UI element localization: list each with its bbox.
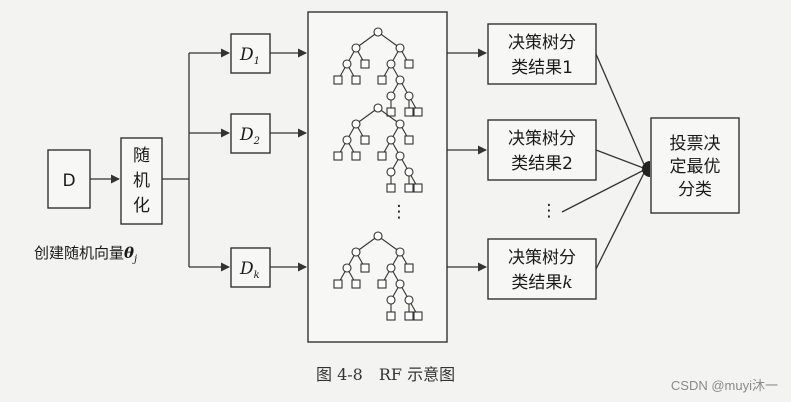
tree-leaf-node (386, 311, 396, 321)
randomize-label-2: 机 (133, 171, 150, 191)
result-box-2: 决策树分 类结果2 (487, 119, 597, 181)
tree-split-node (386, 59, 396, 69)
svg-text:决策树分: 决策树分 (508, 129, 576, 149)
tree-split-node (404, 167, 414, 177)
svg-text:类结果2: 类结果2 (511, 154, 573, 174)
tree-split-node (342, 59, 352, 69)
tree-leaf-node (333, 279, 343, 289)
tree-split-node (395, 279, 405, 289)
tree-split-node (386, 135, 396, 145)
subset-box-1: D1 (230, 33, 271, 74)
tree-leaf-node (377, 151, 387, 161)
tree-leaf-node (404, 59, 414, 69)
tree-leaf-node (351, 75, 361, 85)
result-box-1: 决策树分 类结果1 (487, 23, 597, 85)
figure-caption: 图 4-8 RF 示意图 (316, 365, 455, 384)
tree-split-node (373, 103, 383, 113)
tree-leaf-node (351, 151, 361, 161)
tree-leaf-node (413, 107, 423, 117)
tree-leaf-node (404, 183, 414, 193)
result-box-k: 决策树分 类结果k (487, 238, 597, 300)
tree-leaf-node (413, 183, 423, 193)
tree-split-node (386, 91, 396, 101)
decision-tree-1 (333, 27, 423, 117)
tree-split-node (395, 151, 405, 161)
subset-box-2: D2 (230, 113, 271, 154)
tree-split-node (395, 247, 405, 257)
subset-label-k: Dk (239, 259, 260, 281)
tree-split-node (404, 91, 414, 101)
vote-junction (642, 161, 650, 177)
svg-text:分类: 分类 (678, 180, 712, 200)
tree-leaf-node (360, 135, 370, 145)
tree-leaf-node (333, 75, 343, 85)
tree-split-node (351, 119, 361, 129)
random-vector-label: 创建随机向量θj (34, 244, 137, 265)
tree-split-node (404, 295, 414, 305)
svg-text:决策树分: 决策树分 (508, 33, 576, 53)
tree-split-node (395, 119, 405, 129)
tree-split-node (386, 263, 396, 273)
tree-split-node (386, 295, 396, 305)
randomize-label-1: 随 (133, 146, 150, 166)
input-dataset-box: D (47, 149, 91, 209)
svg-text:类结果k: 类结果k (511, 273, 572, 293)
subset-label-1: D1 (239, 45, 260, 67)
tree-leaf-node (377, 279, 387, 289)
tree-leaf-node (404, 107, 414, 117)
svg-text:类结果1: 类结果1 (511, 58, 573, 78)
svg-text:决策树分: 决策树分 (508, 248, 576, 268)
tree-leaf-node (351, 279, 361, 289)
tree-leaf-node (333, 151, 343, 161)
input-dataset-label: D (62, 171, 75, 191)
tree-leaf-node (386, 107, 396, 117)
tree-split-node (342, 263, 352, 273)
tree-split-node (395, 43, 405, 53)
subset-label-2: D2 (239, 125, 260, 147)
tree-split-node (373, 27, 383, 37)
svg-text:定最优: 定最优 (670, 157, 721, 177)
tree-leaf-node (360, 59, 370, 69)
tree-split-node (342, 135, 352, 145)
tree-leaf-node (404, 263, 414, 273)
vote-box: 投票决 定最优 分类 (650, 117, 740, 214)
randomize-box: 随 机 化 (120, 137, 163, 225)
tree-leaf-node (404, 311, 414, 321)
tree-leaf-node (404, 135, 414, 145)
tree-leaf-node (413, 311, 423, 321)
forest-box (307, 11, 448, 343)
tree-leaf-node (386, 183, 396, 193)
tree-leaf-node (377, 75, 387, 85)
subset-box-k: Dk (230, 247, 271, 288)
tree-split-node (386, 167, 396, 177)
tree-split-node (395, 75, 405, 85)
randomize-label-3: 化 (133, 196, 150, 216)
forest-ellipsis: ⋮ (391, 202, 408, 222)
results-ellipsis: ⋮ (541, 201, 558, 221)
tree-split-node (351, 43, 361, 53)
tree-split-node (373, 231, 383, 241)
watermark: CSDN @muyi沐一 (671, 378, 778, 393)
tree-leaf-node (360, 263, 370, 273)
decision-tree-k (333, 231, 423, 321)
tree-split-node (351, 247, 361, 257)
decision-tree-2 (333, 103, 423, 193)
svg-text:投票决: 投票决 (670, 134, 721, 154)
